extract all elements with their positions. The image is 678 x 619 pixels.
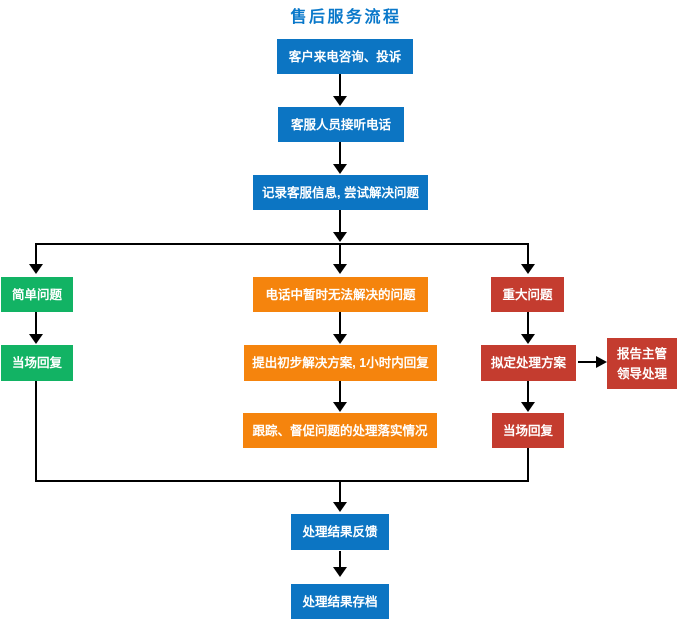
node-major-reply: 当场回复: [492, 413, 564, 448]
node-unsolved-issue: 电话中暂时无法解决的问题: [253, 277, 428, 312]
arrow-down-icon: [333, 402, 347, 412]
node-make-plan: 拟定处理方案: [481, 345, 576, 381]
arrow-down-icon: [333, 232, 347, 242]
merge-bottom-line: [35, 480, 529, 482]
node-simple-reply: 当场回复: [1, 345, 73, 381]
connector-proposal-follow-line: [339, 381, 341, 402]
arrow-down-icon: [521, 334, 535, 344]
connector-feedback-archive-line: [339, 551, 341, 567]
node-report-leader: 报告主管领导处理: [607, 338, 677, 389]
connector-plan-reply-line: [527, 381, 529, 402]
node-proposal: 提出初步解决方案, 1小时内回复: [244, 345, 437, 381]
connector-branch-right-line: [527, 245, 529, 264]
connector-branch-left-line: [35, 245, 37, 264]
arrow-down-icon: [29, 264, 43, 274]
arrow-down-icon: [333, 502, 347, 512]
connector-record-branch-line: [339, 210, 341, 232]
arrow-down-icon: [333, 334, 347, 344]
merge-left-line: [35, 381, 37, 482]
merge-right-line: [527, 448, 529, 482]
connector-unsolved-proposal-line: [339, 312, 341, 334]
arrow-down-icon: [333, 96, 347, 106]
node-agent-answer: 客服人员接听电话: [278, 107, 404, 142]
branch-split-line: [35, 243, 529, 245]
connector-simple-reply-line: [35, 312, 37, 334]
node-customer-call: 客户来电咨询、投诉: [277, 39, 413, 74]
node-result-archive: 处理结果存档: [291, 584, 389, 619]
arrow-right-icon: [596, 356, 607, 368]
arrow-down-icon: [521, 264, 535, 274]
node-result-feedback: 处理结果反馈: [291, 514, 389, 550]
node-record-info: 记录客服信息, 尝试解决问题: [253, 175, 428, 210]
arrow-down-icon: [333, 164, 347, 174]
connector-answer-record-line: [339, 142, 341, 164]
node-simple-issue: 简单问题: [1, 277, 73, 312]
node-follow-up: 跟踪、督促问题的处理落实情况: [243, 413, 437, 448]
connector-plan-report-line: [578, 361, 596, 363]
arrow-down-icon: [29, 334, 43, 344]
connector-start-answer-line: [339, 74, 341, 96]
node-major-issue: 重大问题: [491, 277, 564, 312]
page-title: 售后服务流程: [290, 9, 402, 26]
arrow-down-icon: [521, 402, 535, 412]
arrow-down-icon: [333, 264, 347, 274]
connector-major-plan-line: [527, 312, 529, 334]
connector-branch-center-line: [339, 245, 341, 264]
connector-merge-feedback-line: [339, 482, 341, 502]
arrow-down-icon: [333, 567, 347, 577]
